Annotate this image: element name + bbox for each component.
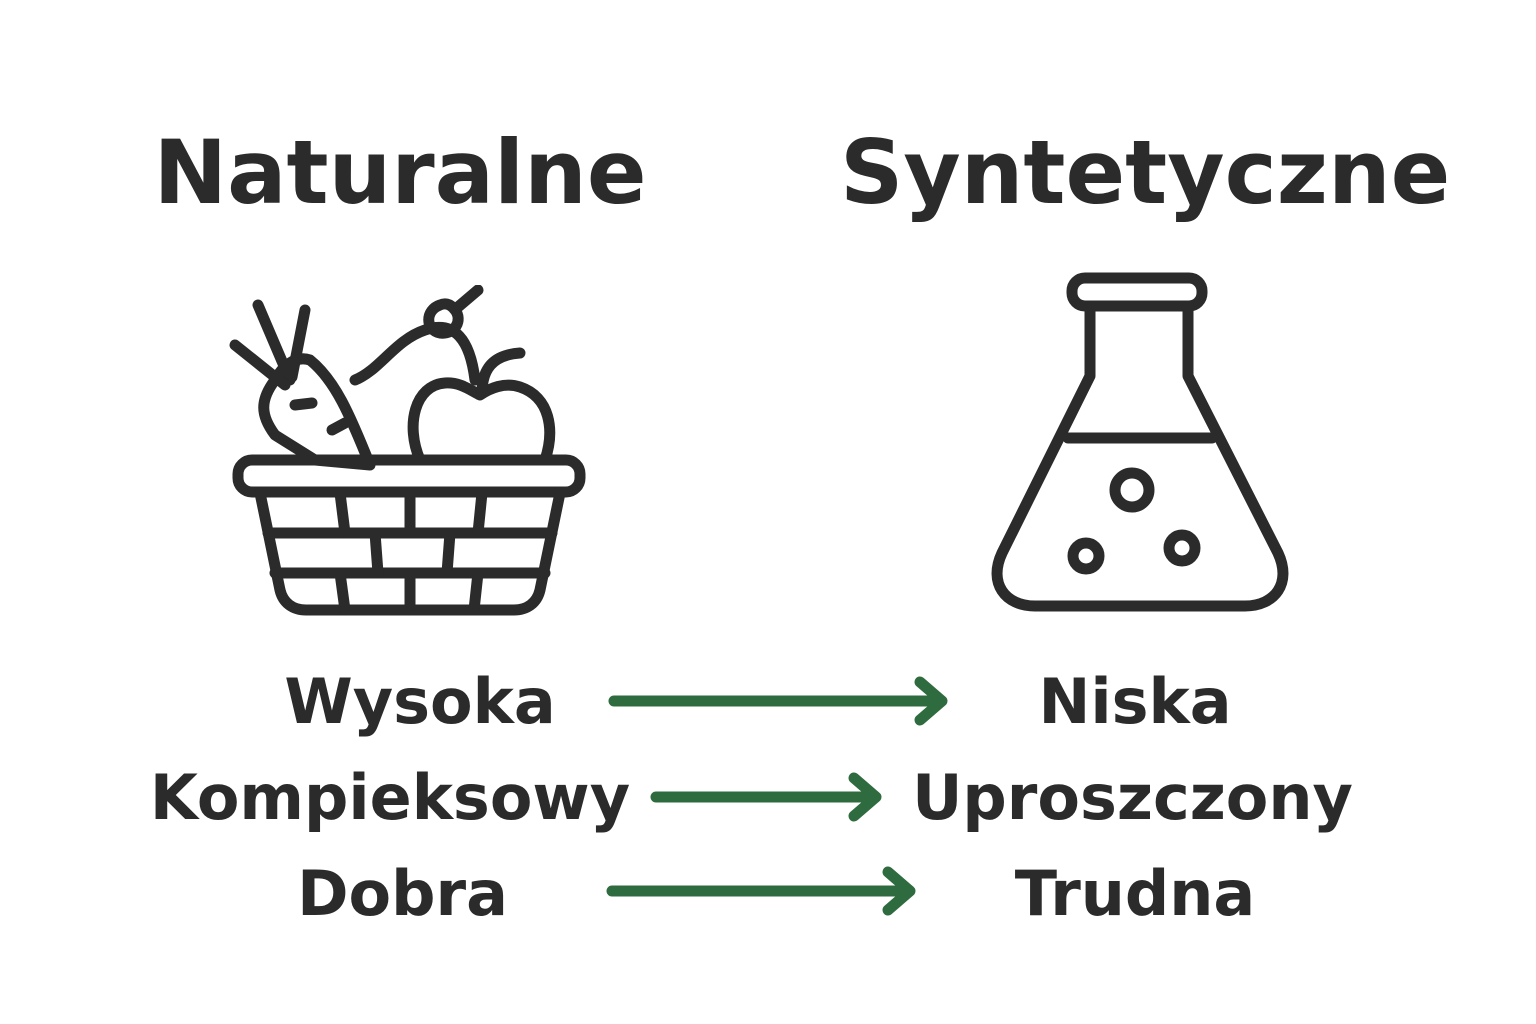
- row-1-right-label: Niska: [1038, 665, 1232, 738]
- row-3-arrow-icon: [606, 866, 916, 916]
- row-2-right-label: Uproszczony: [912, 761, 1353, 834]
- heading-synthetic: Syntetyczne: [840, 121, 1451, 224]
- basket-with-vegetables-icon: [229, 285, 586, 616]
- row-2-left-label: Kompieksowy: [149, 761, 631, 834]
- row-1-left-label: Wysoka: [284, 665, 556, 738]
- row-3-right-label: Trudna: [1014, 857, 1256, 930]
- row-3-left-label: Dobra: [297, 857, 508, 930]
- row-2-arrow-icon: [650, 772, 882, 822]
- row-1-arrow-icon: [608, 676, 948, 726]
- heading-natural: Naturalne: [153, 121, 647, 224]
- laboratory-flask-icon: [991, 272, 1289, 612]
